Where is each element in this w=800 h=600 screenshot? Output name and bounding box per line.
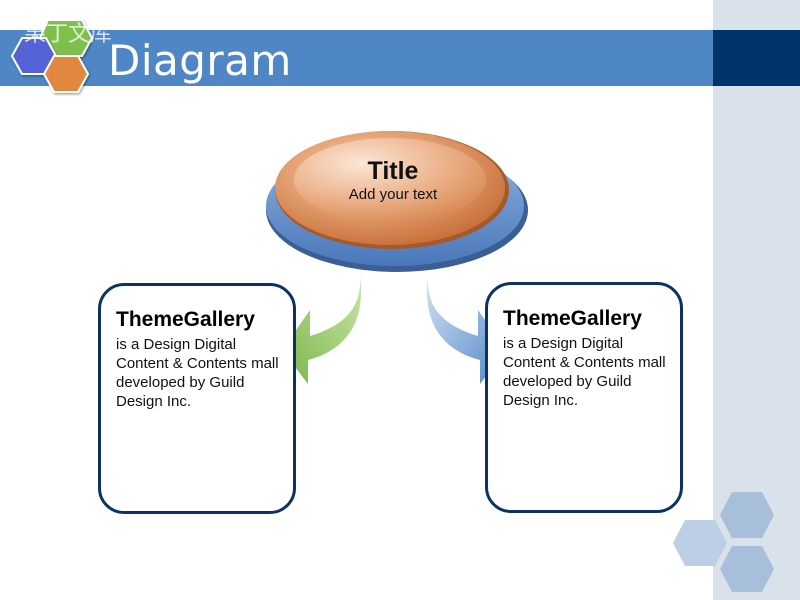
left-curved-arrow (282, 276, 362, 384)
center-oval-node (266, 131, 528, 272)
header-band (0, 30, 713, 86)
decor-hexagon-top (720, 492, 774, 538)
left-box-heading: ThemeGallery (116, 308, 255, 331)
decor-hexagon-left (673, 520, 727, 566)
decor-hexagon-bottom (720, 546, 774, 592)
header-dark-block (713, 30, 800, 86)
right-box-heading: ThemeGallery (503, 307, 642, 330)
orange-hexagon (42, 55, 90, 93)
right-box-body: is a Design Digital Content & Contents m… (503, 335, 666, 409)
hexagon-cluster-icon (10, 19, 94, 93)
hexagon-decoration-icon (673, 492, 774, 592)
green-arrow-shape (282, 276, 362, 384)
left-box-body: is a Design Digital Content & Contents m… (116, 336, 279, 410)
left-content-box: ThemeGallery is a Design Digital Content… (98, 283, 296, 514)
right-content-box: ThemeGallery is a Design Digital Content… (485, 282, 683, 513)
watermark-text: 果丁文库 (24, 22, 113, 47)
center-node-title: Title (367, 157, 419, 185)
center-node-subtitle: Add your text (348, 186, 438, 203)
slide-title: Diagram (108, 36, 292, 85)
oval-top (294, 138, 486, 222)
center-node-label: Title Add your text (330, 156, 456, 204)
